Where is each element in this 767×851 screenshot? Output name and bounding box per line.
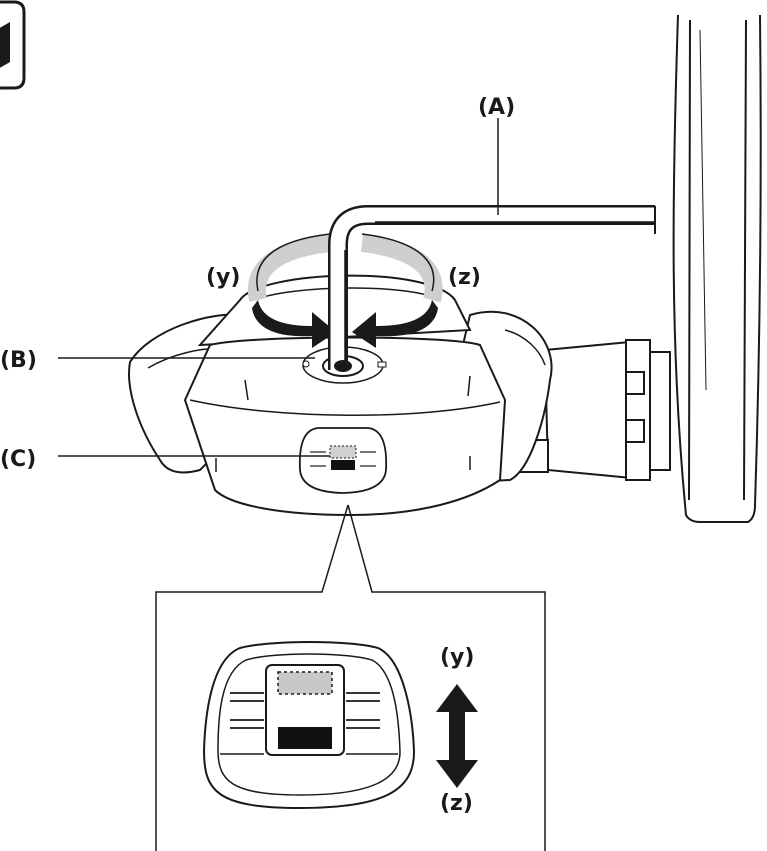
hex-wrench bbox=[328, 205, 656, 372]
indicator-light-mark bbox=[277, 671, 333, 695]
up-down-arrow-icon bbox=[436, 684, 478, 788]
inset-direction-z-label: (z) bbox=[440, 791, 473, 816]
clockwise-arrow-icon bbox=[252, 300, 336, 348]
indicator-label: (C) bbox=[0, 447, 36, 472]
inset-direction-y-label: (y) bbox=[440, 645, 474, 670]
rotation-arrows bbox=[247, 233, 443, 348]
leader-lines bbox=[58, 118, 546, 851]
indicator-dark-mark bbox=[278, 727, 332, 749]
step-badge-icon bbox=[0, 0, 26, 90]
direction-y-label: (y) bbox=[206, 265, 240, 290]
counterclockwise-arrow-icon bbox=[352, 300, 438, 348]
screw-label: (B) bbox=[0, 348, 37, 373]
direction-z-label: (z) bbox=[448, 265, 481, 290]
tension-indicator-window bbox=[298, 427, 388, 494]
pedal-body bbox=[128, 274, 553, 517]
crank-arm bbox=[672, 14, 762, 523]
wrench-label: (A) bbox=[478, 95, 515, 120]
indicator-closeup bbox=[202, 641, 416, 810]
